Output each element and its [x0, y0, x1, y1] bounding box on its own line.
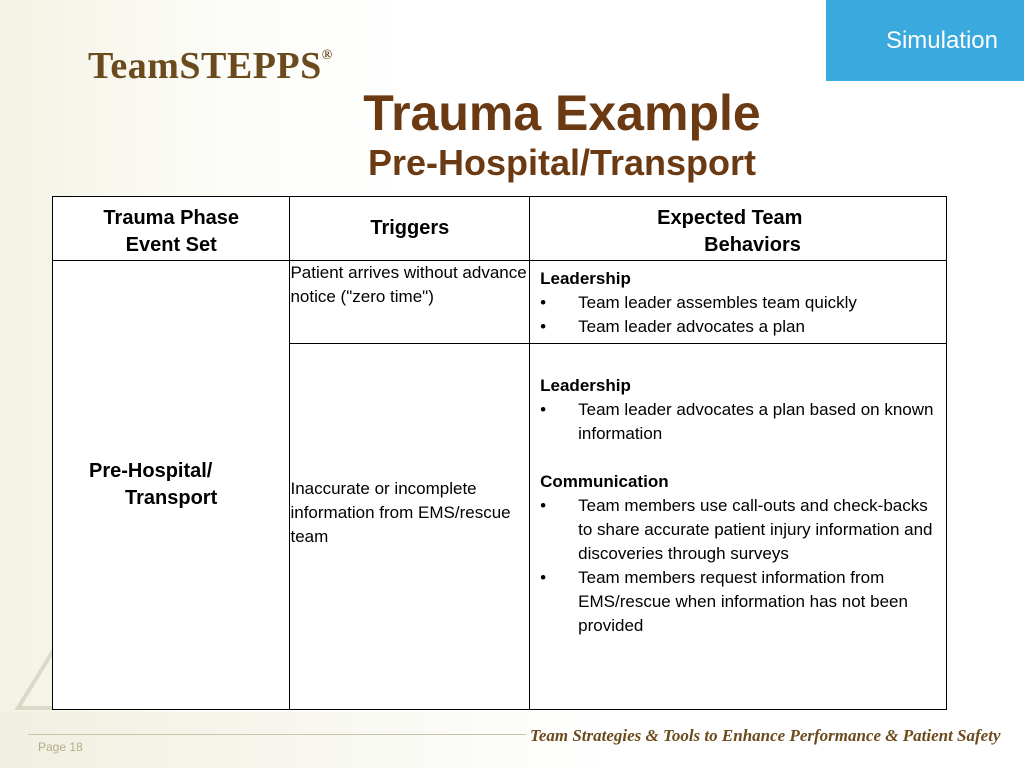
header-triggers-label: Triggers [370, 217, 450, 239]
list-item: Team members request information from EM… [540, 566, 938, 638]
list-item: Team leader advocates a plan based on kn… [540, 398, 938, 446]
phase-line1: Pre-Hospital/ [89, 460, 213, 482]
logo-text: TeamSTEPPS [88, 45, 322, 87]
behaviors-cell: Leadership Team leader advocates a plan … [529, 343, 947, 710]
simulation-tab: Simulation [826, 0, 1024, 81]
table-row: Pre-Hospital/ Transport Patient arrives … [51, 260, 947, 710]
teamstepps-logo: TeamSTEPPS® [88, 44, 333, 88]
registered-mark: ® [321, 48, 333, 63]
list-item: Team leader assembles team quickly [540, 291, 938, 315]
list-item: Team leader advocates a plan [540, 315, 938, 339]
page-subtitle: Pre-Hospital/Transport [367, 142, 757, 183]
behavior-list: Team members use call-outs and check-bac… [540, 494, 938, 638]
page-title: Trauma Example [363, 85, 761, 141]
behavior-list: Team leader assembles team quickly Team … [540, 291, 938, 339]
header-trauma-phase: Trauma Phase Event Set [51, 196, 291, 261]
phase-line2: Transport [125, 487, 218, 509]
trigger-cell: Patient arrives without advance notice (… [289, 260, 531, 344]
header-triggers: Triggers [289, 196, 531, 261]
trauma-example-table: Trauma Phase Event Set Triggers Expected… [51, 196, 947, 710]
footer-tagline: Team Strategies & Tools to Enhance Perfo… [530, 726, 1001, 745]
phase-cell: Pre-Hospital/ Transport [51, 260, 291, 710]
header-behaviors-line1: Expected Team [657, 207, 803, 229]
table-row: Inaccurate or incomplete information fro… [53, 343, 947, 710]
behavior-group-heading: Communication [540, 472, 669, 491]
footer-bar [0, 712, 1024, 768]
trigger-text: Inaccurate or incomplete information fro… [290, 478, 511, 546]
header-expected-behaviors: Expected Team Behaviors [529, 196, 947, 261]
list-item: Team members use call-outs and check-bac… [540, 494, 938, 566]
header-phase-line1: Trauma Phase [103, 207, 240, 229]
trigger-text: Patient arrives without advance notice (… [290, 263, 527, 306]
behavior-list: Team leader advocates a plan based on kn… [540, 398, 938, 446]
behavior-group-heading: Leadership [540, 269, 631, 288]
header-phase-line2: Event Set [125, 234, 217, 256]
header-behaviors-line2: Behaviors [704, 234, 801, 256]
footer-divider [28, 734, 526, 735]
trigger-cell: Inaccurate or incomplete information fro… [289, 343, 531, 710]
table-header-row: Trauma Phase Event Set Triggers Expected… [51, 196, 947, 261]
behaviors-cell: Leadership Team leader assembles team qu… [529, 260, 947, 344]
behavior-group-heading: Leadership [540, 376, 631, 395]
page-number: Page 18 [38, 740, 83, 754]
